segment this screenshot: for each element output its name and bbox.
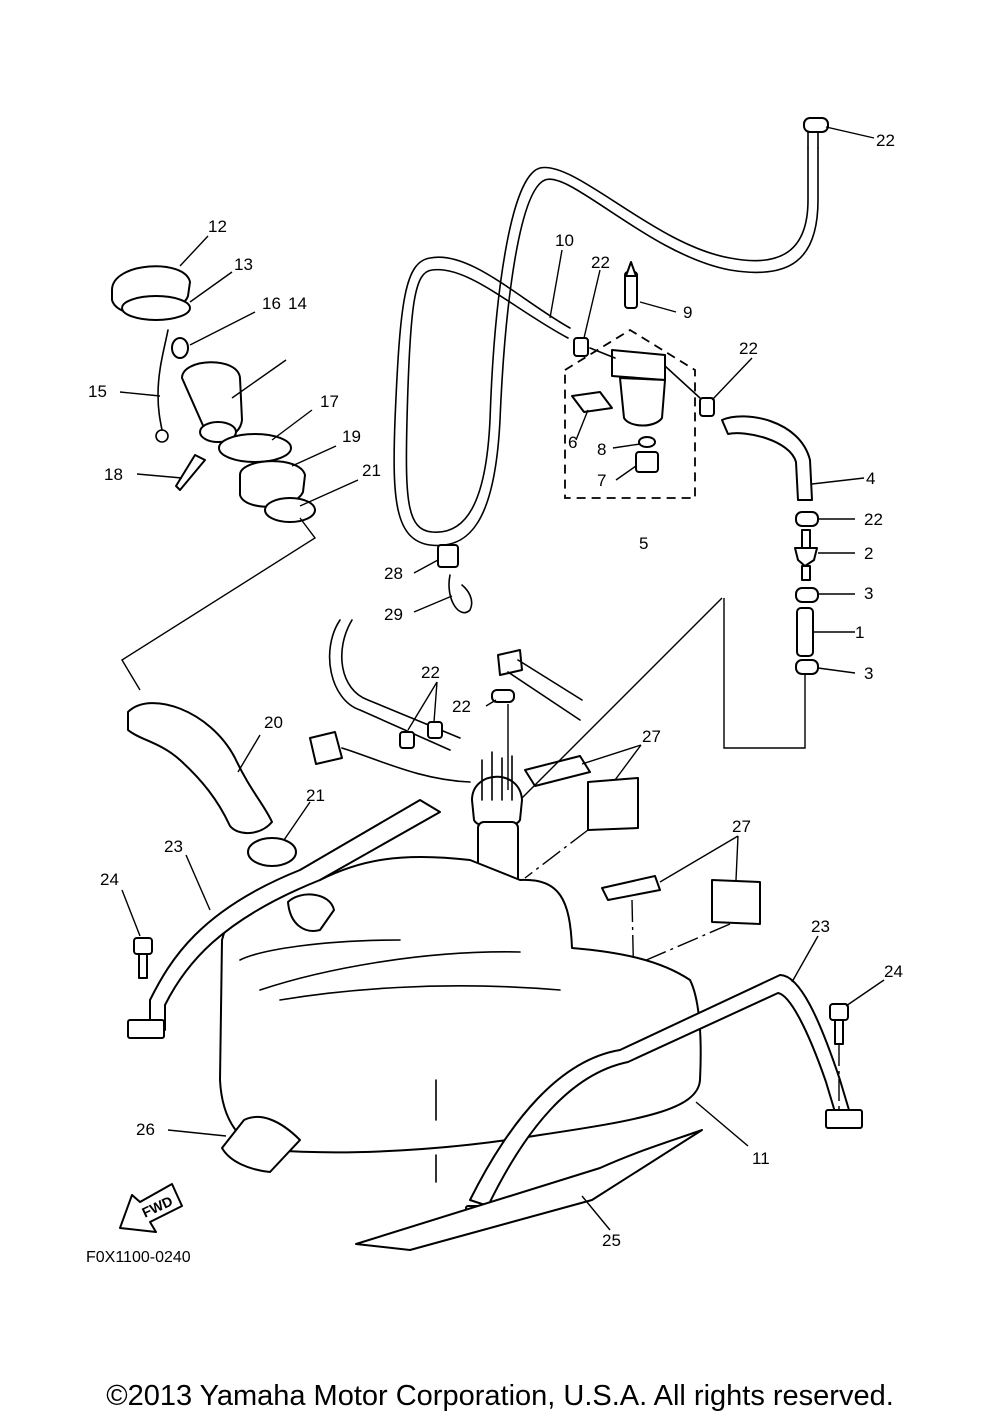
callout-27: 27 — [732, 817, 751, 836]
strap-icon — [149, 799, 441, 1031]
callout-4: 4 — [866, 469, 875, 488]
clamp-icon — [264, 497, 316, 523]
packing-icon — [218, 433, 292, 463]
callout-14: 14 — [288, 294, 307, 313]
callout-27: 27 — [642, 727, 661, 746]
bolt-icon — [133, 937, 153, 955]
gasket-icon — [121, 295, 191, 321]
callout-3: 3 — [864, 664, 873, 683]
callout-5: 5 — [639, 534, 648, 553]
hose-clamp-icon — [247, 837, 297, 867]
filler-hose-icon — [127, 702, 273, 834]
callout-15: 15 — [88, 382, 107, 401]
callout-11: 11 — [752, 1149, 770, 1168]
pad-26-icon — [221, 1115, 301, 1173]
bolt-shank-icon — [138, 953, 148, 979]
screw-icon — [171, 337, 189, 359]
clamp-icon — [491, 689, 515, 703]
clamp-icon — [399, 731, 415, 749]
callout-22: 22 — [452, 697, 471, 716]
callout-13: 13 — [234, 255, 253, 274]
callout-26: 26 — [136, 1120, 155, 1139]
clamp-icon — [795, 659, 819, 675]
callout-21: 21 — [306, 786, 325, 805]
cap-strap-icon — [157, 329, 169, 431]
callout-6: 6 — [568, 433, 577, 452]
callout-22: 22 — [591, 253, 610, 272]
clamp-icon — [699, 397, 715, 417]
pad-icon — [524, 755, 591, 787]
pad-icon — [711, 879, 761, 925]
callout-22: 22 — [876, 131, 895, 150]
filler-cap-assembly — [111, 265, 317, 691]
strap-bracket-icon — [127, 1019, 165, 1039]
filter-element-icon — [635, 451, 659, 473]
callout-25: 25 — [602, 1231, 621, 1250]
outlet-hose-parts — [721, 415, 819, 749]
bolt-shank-icon — [834, 1019, 844, 1045]
clamp-icon — [427, 721, 443, 739]
clip-icon — [437, 544, 459, 568]
callout-23: 23 — [811, 917, 830, 936]
callout-21: 21 — [362, 461, 381, 480]
callout-2: 2 — [864, 544, 873, 563]
callout-22: 22 — [739, 339, 758, 358]
callout-28: 28 — [384, 564, 403, 583]
callout-20: 20 — [264, 713, 283, 732]
hose-clamp-icon — [803, 117, 829, 133]
filter-cup-icon — [619, 377, 666, 427]
callout-22: 22 — [421, 663, 440, 682]
bolts — [133, 937, 849, 1110]
bolt-icon — [829, 1003, 849, 1021]
connector-icon — [309, 731, 343, 765]
clamp-icon — [573, 337, 589, 357]
diagram-code: F0X1100-0240 — [86, 1249, 191, 1266]
callout-17: 17 — [320, 392, 339, 411]
callout-24: 24 — [884, 962, 903, 981]
hose-icon — [721, 415, 813, 501]
callout-16: 16 — [262, 294, 281, 313]
callout-19: 19 — [342, 427, 361, 446]
tank-straps — [127, 799, 863, 1225]
vent-hose — [393, 117, 829, 547]
check-valve-icon — [794, 547, 818, 567]
pad-icon — [587, 777, 639, 831]
callout-24: 24 — [100, 870, 119, 889]
callout-3: 3 — [864, 584, 873, 603]
leader-lines — [119, 126, 885, 1231]
clamp-icon — [795, 587, 819, 603]
copyright-notice: ©2013 Yamaha Motor Corporation, U.S.A. A… — [106, 1380, 894, 1412]
callout-22: 22 — [864, 510, 883, 529]
fwd-arrow: FWD — [119, 1183, 183, 1233]
callout-labels: 1 2 3 3 4 5 6 7 8 9 10 11 12 13 14 14 15… — [88, 131, 903, 1250]
callout-7: 7 — [597, 471, 606, 490]
fuel-filter-assembly — [564, 261, 715, 499]
bottom-pads — [221, 1115, 703, 1251]
breather-fitting-icon — [175, 454, 206, 491]
callout-8: 8 — [597, 440, 606, 459]
clamp-icon — [795, 511, 819, 527]
callout-1: 1 — [855, 623, 864, 642]
callout-23: 23 — [164, 837, 183, 856]
callout-12: 12 — [208, 217, 227, 236]
sender-area — [309, 544, 761, 993]
joint-hose-icon — [796, 607, 814, 657]
nut-icon — [239, 460, 306, 508]
arrow-icon — [119, 1183, 183, 1233]
pad-icon — [601, 875, 661, 901]
callout-9: 9 — [683, 303, 692, 322]
strap-bracket-icon — [825, 1109, 863, 1129]
bracket-icon — [571, 391, 613, 413]
callout-18: 18 — [104, 465, 123, 484]
vent-valve-icon — [624, 271, 638, 309]
callout-29: 29 — [384, 605, 403, 624]
filler-hose-parts — [127, 702, 297, 867]
callout-10: 10 — [555, 231, 574, 250]
o-ring-icon — [638, 436, 656, 448]
pad-25-icon — [355, 1129, 703, 1251]
